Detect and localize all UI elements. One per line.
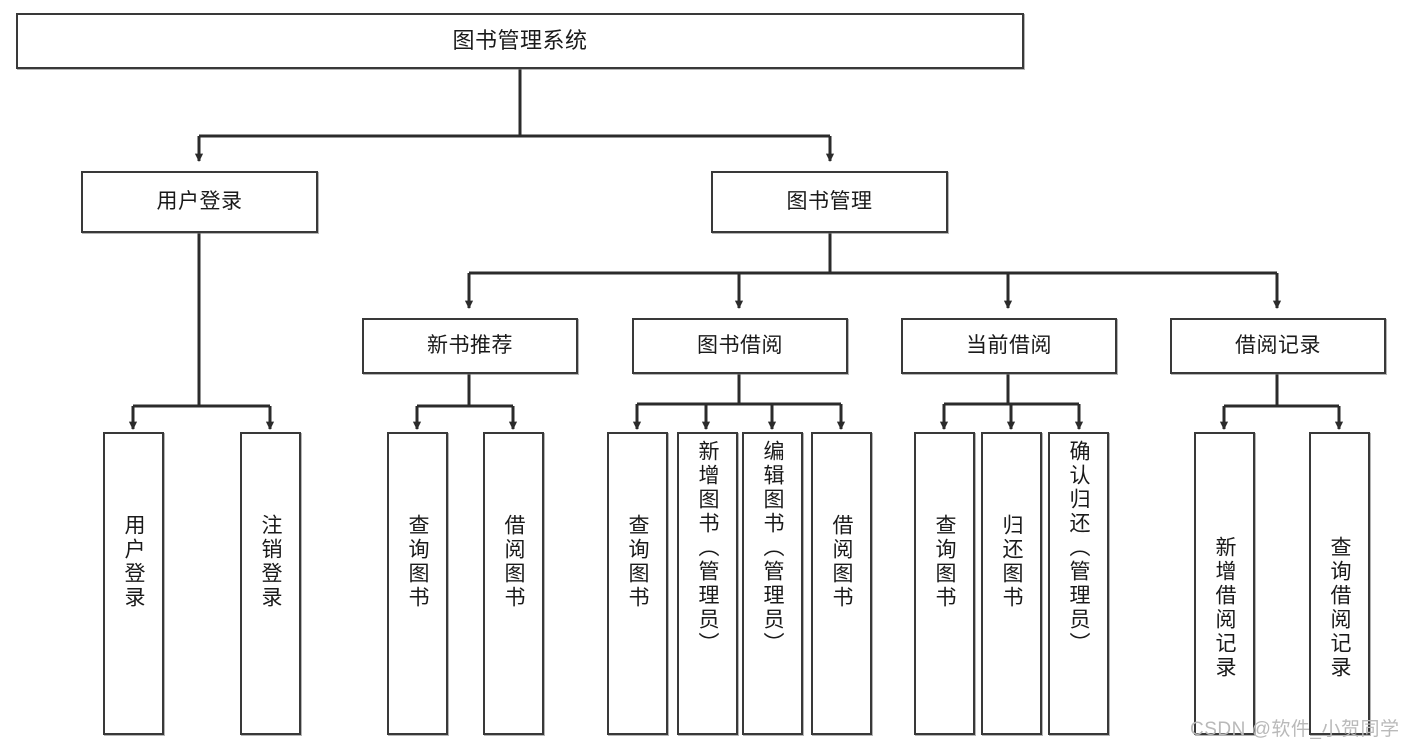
node-leaf-query-book-3-label: 查询图书 bbox=[933, 514, 956, 610]
node-leaf-borrow-book-1-label: 借阅图书 bbox=[502, 514, 525, 610]
node-root-system-label: 图书管理系统 bbox=[452, 28, 588, 54]
node-leaf-edit-book-label: 编辑图书（管理员） bbox=[761, 440, 784, 656]
node-leaf-logout-login[interactable]: 注销登录 bbox=[240, 432, 301, 735]
node-book-manage-label: 图书管理 bbox=[786, 189, 873, 213]
node-leaf-borrow-book-2-label: 借阅图书 bbox=[830, 514, 853, 610]
node-new-book-recommend[interactable]: 新书推荐 bbox=[362, 318, 578, 374]
node-leaf-query-book-2[interactable]: 查询图书 bbox=[607, 432, 668, 735]
node-user-login[interactable]: 用户登录 bbox=[81, 171, 318, 233]
node-leaf-user-login[interactable]: 用户登录 bbox=[103, 432, 164, 735]
node-leaf-query-record[interactable]: 查询借阅记录 bbox=[1309, 432, 1370, 735]
node-borrow-record[interactable]: 借阅记录 bbox=[1170, 318, 1386, 374]
node-root-system[interactable]: 图书管理系统 bbox=[16, 13, 1024, 69]
node-leaf-add-book[interactable]: 新增图书（管理员） bbox=[677, 432, 738, 735]
node-borrow-record-label: 借阅记录 bbox=[1235, 333, 1321, 357]
watermark-text: CSDN @软件_小贺同学 bbox=[1190, 719, 1400, 740]
node-leaf-user-login-label: 用户登录 bbox=[122, 514, 145, 610]
node-leaf-query-book-2-label: 查询图书 bbox=[626, 514, 649, 610]
node-leaf-borrow-book-1[interactable]: 借阅图书 bbox=[483, 432, 544, 735]
node-current-borrow[interactable]: 当前借阅 bbox=[901, 318, 1117, 374]
node-leaf-edit-book[interactable]: 编辑图书（管理员） bbox=[742, 432, 803, 735]
node-leaf-return-book[interactable]: 归还图书 bbox=[981, 432, 1042, 735]
node-book-borrow[interactable]: 图书借阅 bbox=[632, 318, 848, 374]
node-leaf-confirm-return[interactable]: 确认归还（管理员） bbox=[1048, 432, 1109, 735]
node-book-borrow-label: 图书借阅 bbox=[697, 333, 783, 357]
node-leaf-borrow-book-2[interactable]: 借阅图书 bbox=[811, 432, 872, 735]
node-user-login-label: 用户登录 bbox=[156, 189, 243, 213]
node-current-borrow-label: 当前借阅 bbox=[966, 333, 1052, 357]
node-new-book-recommend-label: 新书推荐 bbox=[427, 333, 513, 357]
node-book-manage[interactable]: 图书管理 bbox=[711, 171, 948, 233]
node-leaf-query-book-3[interactable]: 查询图书 bbox=[914, 432, 975, 735]
node-leaf-add-record[interactable]: 新增借阅记录 bbox=[1194, 432, 1255, 735]
node-leaf-confirm-return-label: 确认归还（管理员） bbox=[1067, 440, 1090, 656]
node-leaf-query-book-1-label: 查询图书 bbox=[406, 514, 429, 610]
node-leaf-add-record-label: 新增借阅记录 bbox=[1213, 536, 1236, 680]
node-leaf-return-book-label: 归还图书 bbox=[1000, 514, 1023, 610]
node-leaf-query-record-label: 查询借阅记录 bbox=[1328, 536, 1351, 680]
node-leaf-logout-login-label: 注销登录 bbox=[259, 514, 282, 610]
node-leaf-add-book-label: 新增图书（管理员） bbox=[696, 440, 719, 656]
node-leaf-query-book-1[interactable]: 查询图书 bbox=[387, 432, 448, 735]
